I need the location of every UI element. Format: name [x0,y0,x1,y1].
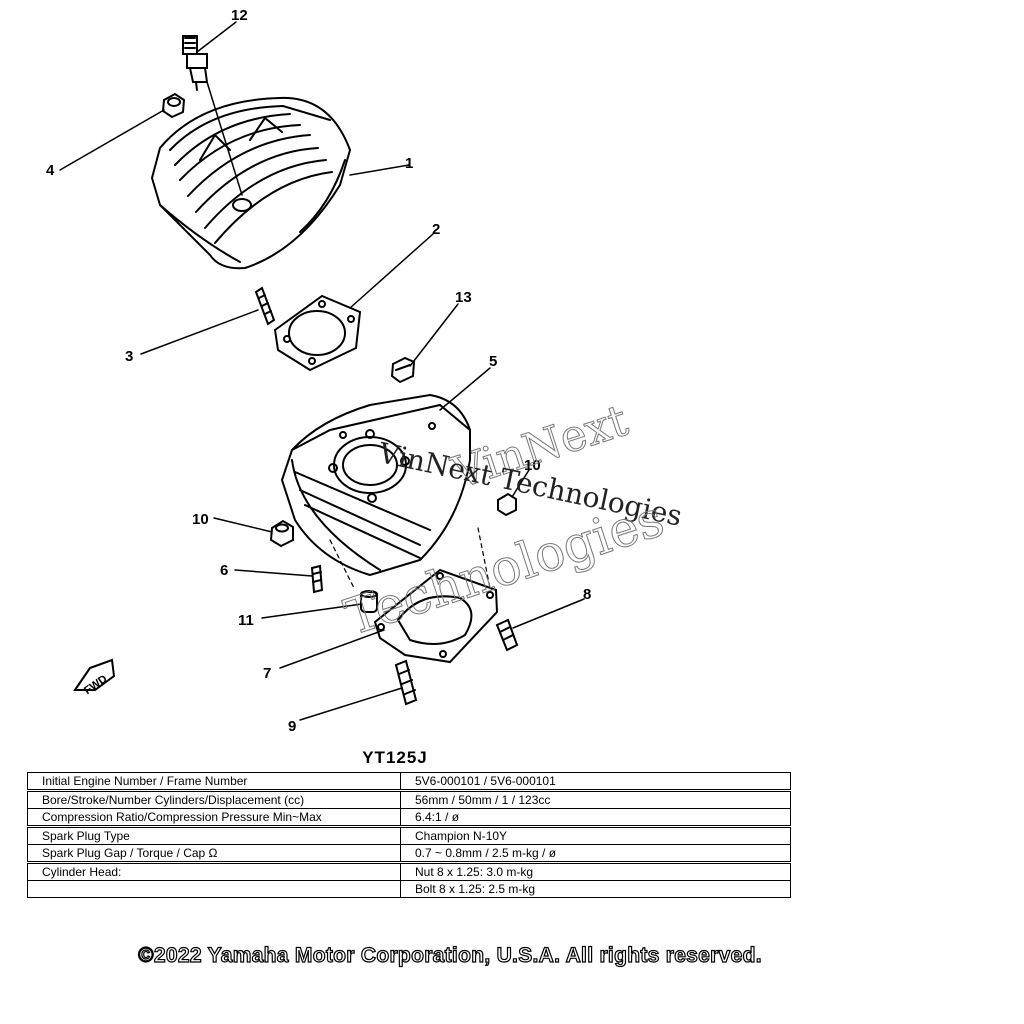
stud-bolt-6 [310,564,324,594]
callout-label-6: 6 [220,562,228,579]
spec-value: 6.4:1 / ø [400,808,791,827]
callout-label-10-right: 10 [524,457,541,474]
spec-value: 5V6-000101 / 5V6-000101 [400,772,791,791]
callout-label-13: 13 [455,289,472,306]
callout-label-1: 1 [405,155,413,172]
callout-label-5: 5 [489,353,497,370]
spec-value: Champion N-10Y [400,825,791,845]
nut-10-left [269,519,294,548]
dowel-pin-part [360,590,378,613]
callout-label-10-left: 10 [192,511,209,528]
stud-bolt-9 [394,659,418,706]
model-title: YT125J [362,748,428,767]
spec-label: Initial Engine Number / Frame Number [27,772,401,791]
clip-part [390,356,416,384]
callout-label-9: 9 [288,718,296,735]
spec-label: Cylinder Head: [27,861,401,881]
exploded-parts-diagram: 1 2 3 4 5 6 7 8 9 10 10 11 12 13 FWD Vin… [46,7,685,735]
spark-plug-part [182,35,209,91]
spec-label: Spark Plug Gap / Torque / Cap Ω [27,844,401,863]
stud-bolt-8 [495,618,519,652]
table-row: Bolt 8 x 1.25: 2.5 m-kg [27,880,791,898]
spec-value: 0.7 ~ 0.8mm / 2.5 m-kg / ø [400,844,791,863]
leader-lines [59,21,585,721]
nut-10-right [497,492,517,517]
callout-label-11: 11 [238,612,254,629]
base-gasket-part [373,568,499,664]
table-row: Compression Ratio/Compression Pressure M… [27,808,791,827]
copyright-notice: ©2022 Yamaha Motor Corporation, U.S.A. A… [138,943,763,967]
callout-label-3: 3 [125,348,133,365]
callout-label-12: 12 [231,7,248,24]
spec-label [27,880,401,898]
spec-label: Compression Ratio/Compression Pressure M… [27,808,401,827]
cylinder-block-part [280,393,471,577]
table-row: Cylinder Head:Nut 8 x 1.25: 3.0 m-kg [27,861,791,881]
head-gasket-part [273,294,362,372]
callout-label-8: 8 [583,586,591,603]
fwd-arrow-icon [73,658,116,691]
table-row: Bore/Stroke/Number Cylinders/Displacemen… [27,789,791,809]
spec-label: Spark Plug Type [27,825,401,845]
cap-nut-part [161,92,186,119]
spec-label: Bore/Stroke/Number Cylinders/Displacemen… [27,789,401,809]
stud-bolt-3 [254,286,276,326]
callout-label-4: 4 [46,162,55,179]
spec-value: Nut 8 x 1.25: 3.0 m-kg [400,861,791,881]
cylinder-head-part [150,96,352,270]
spec-value: 56mm / 50mm / 1 / 123cc [400,789,791,809]
callout-label-7: 7 [263,665,271,682]
spec-value: Bolt 8 x 1.25: 2.5 m-kg [400,880,791,898]
callout-label-2: 2 [432,221,440,238]
